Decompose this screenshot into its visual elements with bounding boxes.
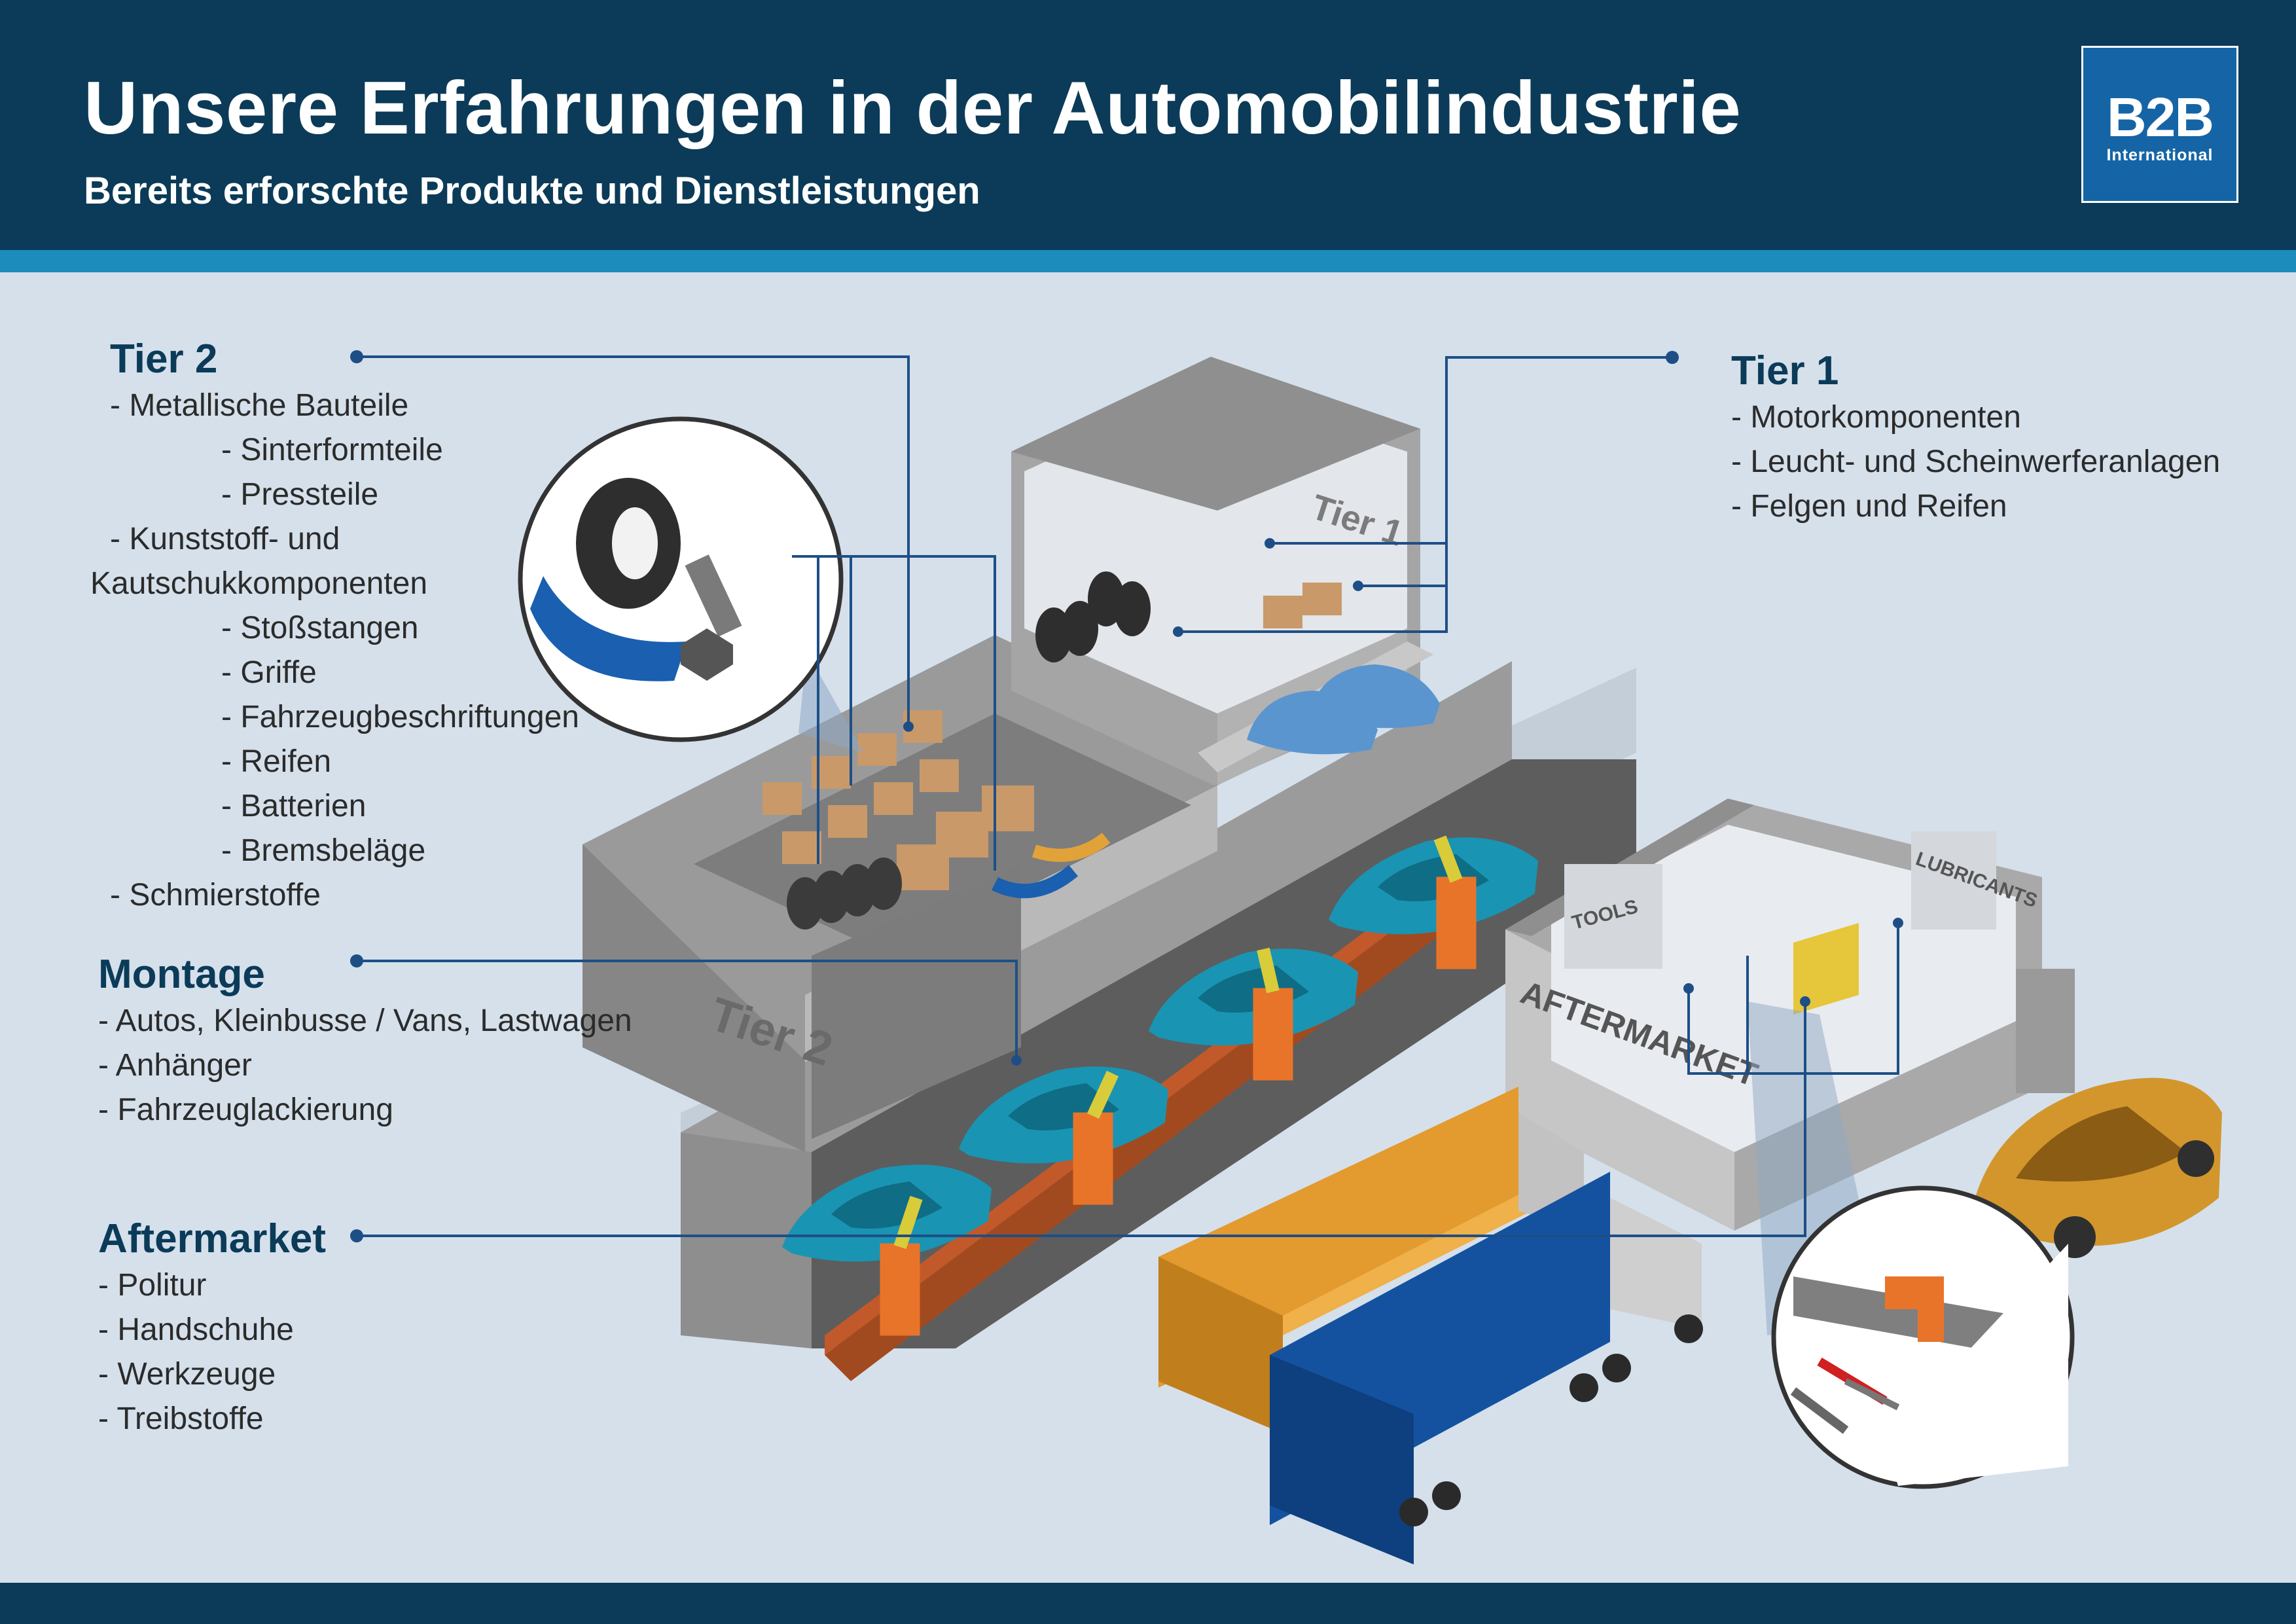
tier2-item: - Pressteile bbox=[221, 477, 379, 512]
aftermarket-car bbox=[1970, 1077, 2222, 1258]
logo-main-text: B2B bbox=[2106, 86, 2214, 148]
tier1-item: - Motorkomponenten bbox=[1731, 400, 2021, 435]
tier2-item: - Kunststoff- und bbox=[110, 522, 340, 556]
assembly-robots bbox=[880, 835, 1477, 1336]
page-subtitle: Bereits erforschte Produkte und Dienstle… bbox=[84, 170, 980, 212]
tier2-item: - Fahrzeugbeschriftungen bbox=[221, 700, 579, 734]
bolt-part-icon bbox=[685, 554, 742, 637]
aftermarket-text-block: Aftermarket - Politur - Handschuhe - Wer… bbox=[98, 1215, 326, 1441]
robot-4 bbox=[1436, 876, 1477, 969]
logo-sub-text: International bbox=[2106, 146, 2214, 164]
aftermarket-item: - Treibstoffe bbox=[98, 1401, 264, 1436]
connector-tier2 bbox=[357, 355, 910, 727]
tier2-item: - Batterien bbox=[221, 789, 367, 823]
tier2-item: - Reifen bbox=[221, 744, 332, 779]
robot-3 bbox=[1253, 988, 1293, 1081]
connector-dots bbox=[350, 350, 1903, 1242]
tier2-item: - Stoßstangen bbox=[221, 611, 419, 645]
tier2-building: Tier 2 bbox=[583, 635, 1217, 1152]
connector-aftermarket bbox=[357, 1001, 1806, 1237]
connector-montage bbox=[357, 960, 1018, 1060]
tier1-text-block: Tier 1 - Motorkomponenten - Leucht- und … bbox=[1731, 347, 2220, 529]
wrench-icon bbox=[1844, 1378, 1900, 1411]
tier2-heading: Tier 2 bbox=[110, 336, 218, 382]
tier1-item: - Leucht- und Scheinwerferanlagen bbox=[1731, 444, 2221, 479]
tier2-zoom-circle bbox=[518, 416, 844, 742]
tools-zoom-circle bbox=[1771, 1185, 2075, 1489]
montage-item: - Autos, Kleinbusse / Vans, Lastwagen bbox=[98, 1003, 632, 1038]
aftermarket-item: - Werkzeuge bbox=[98, 1357, 276, 1392]
parts-boxes bbox=[762, 710, 1034, 890]
header-bar bbox=[0, 0, 2296, 250]
montage-item: - Anhänger bbox=[98, 1048, 252, 1083]
tier2-text-block: Tier 2 - Metallische Bauteile - Sinterfo… bbox=[90, 335, 579, 918]
tier1-item: - Felgen und Reifen bbox=[1731, 489, 2007, 524]
bumper-part-icon bbox=[530, 576, 687, 681]
hammer-icon bbox=[1790, 1387, 1849, 1434]
page-title: Unsere Erfahrungen in der Automobilindus… bbox=[84, 67, 1742, 150]
tire-stack bbox=[787, 857, 902, 929]
header-stripe bbox=[0, 250, 2296, 272]
tier2-item: - Metallische Bauteile bbox=[110, 388, 409, 423]
tier2-item: - Sinterformteile bbox=[221, 433, 443, 467]
montage-heading: Montage bbox=[98, 952, 265, 997]
b2b-logo: B2B International bbox=[2081, 46, 2238, 203]
fuel-pump bbox=[2016, 969, 2075, 1093]
tier2-item: - Bremsbeläge bbox=[221, 833, 426, 868]
aftermarket-heading: Aftermarket bbox=[98, 1216, 327, 1261]
robot-1 bbox=[880, 1243, 920, 1336]
tier2-item: - Griffe bbox=[221, 655, 317, 690]
aftermarket-item: - Politur bbox=[98, 1268, 207, 1303]
truck-blue bbox=[1270, 1172, 1703, 1564]
nut-part-icon bbox=[681, 628, 733, 681]
connector-tier1 bbox=[1178, 356, 1672, 633]
tier1-heading: Tier 1 bbox=[1731, 348, 1839, 393]
tier2-item: Kautschukkomponenten bbox=[90, 566, 428, 601]
tier1-cars bbox=[1247, 664, 1440, 755]
aftermarket-building: AFTERMARKET TOOLS LUBRICANTS bbox=[1505, 799, 2075, 1231]
footer-bar bbox=[0, 1583, 2296, 1624]
robot-2 bbox=[1073, 1112, 1113, 1205]
tier2-item: - Schmierstoffe bbox=[110, 878, 321, 912]
tier1-tires bbox=[1035, 571, 1151, 662]
montage-text-block: Montage - Autos, Kleinbusse / Vans, Last… bbox=[98, 950, 632, 1132]
aftermarket-item: - Handschuhe bbox=[98, 1312, 294, 1347]
connector-lines bbox=[357, 355, 1899, 1237]
montage-item: - Fahrzeuglackierung bbox=[98, 1092, 393, 1127]
